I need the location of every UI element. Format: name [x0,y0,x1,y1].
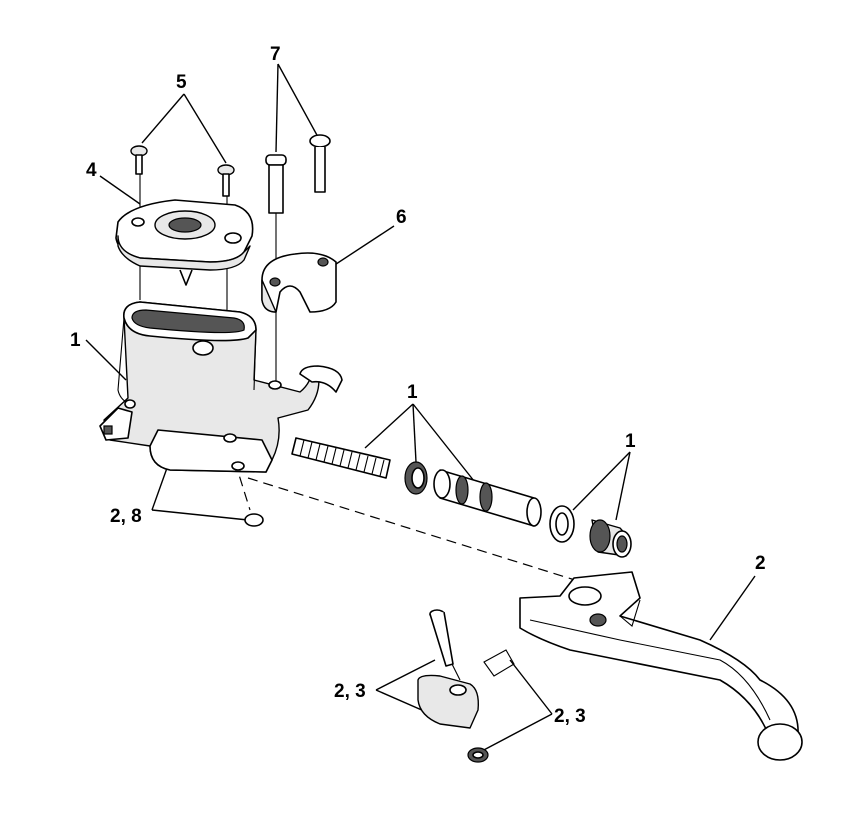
clamp-bolt-right [309,134,331,193]
callout-1-right: 1 [625,431,636,452]
clamp-bolt-left [265,154,287,214]
handlebar-clamp [261,252,337,313]
callout-2-3-right: 2, 3 [554,706,586,727]
callout-2-lever: 2 [755,553,766,574]
callout-7: 7 [270,44,281,65]
dust-boot [589,519,632,558]
piston-spring [291,437,391,479]
callout-1-housing: 1 [70,330,81,351]
cover-screw-left [130,145,148,175]
callout-5: 5 [176,72,187,93]
pivot-pin [429,609,454,667]
callout-1-center: 1 [407,382,418,403]
switch-clip-8 [244,513,264,527]
callout-2-8: 2, 8 [110,506,142,527]
cover-screw-right [217,164,235,197]
callout-4: 4 [86,160,97,181]
callout-2-3-left: 2, 3 [334,681,366,702]
piston [433,469,542,527]
master-cylinder-housing [99,301,343,473]
primary-cup-seal [404,461,428,495]
callout-6: 6 [396,207,407,228]
reservoir-cover [115,199,254,286]
lever-switch [417,649,515,729]
washer [549,505,575,543]
leader-lines [85,63,756,753]
brake-lever [519,571,803,761]
switch-clip-3 [467,747,489,763]
